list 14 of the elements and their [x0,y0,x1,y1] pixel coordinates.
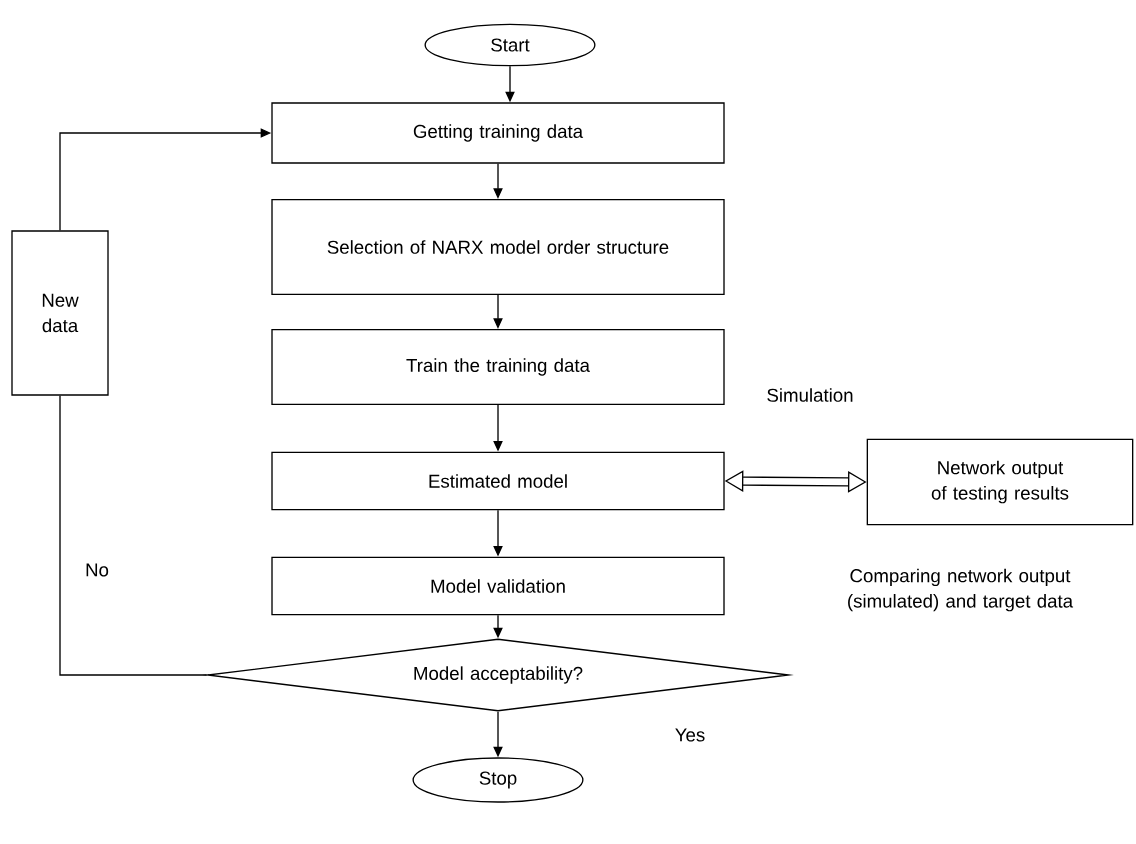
terminal-oval: Stop [412,757,584,803]
process-box: New data [11,230,109,396]
annotation-text: Comparing network output (simulated) and target data [848,568,1074,612]
terminal-oval: Start [424,23,596,67]
connector-line [59,395,208,676]
annotation-text: Simulation [767,388,853,402]
annotation-text: Yes [675,728,705,742]
process-box: Estimated model [271,451,725,511]
process-box: Model validation [271,556,725,616]
process-box: Getting training data [271,102,725,164]
process-box: Selection of NARX model order structure [271,199,725,295]
process-box: Network output of testing results [866,438,1134,526]
annotation-text: No [86,563,109,577]
process-box: Train the training data [271,329,725,405]
